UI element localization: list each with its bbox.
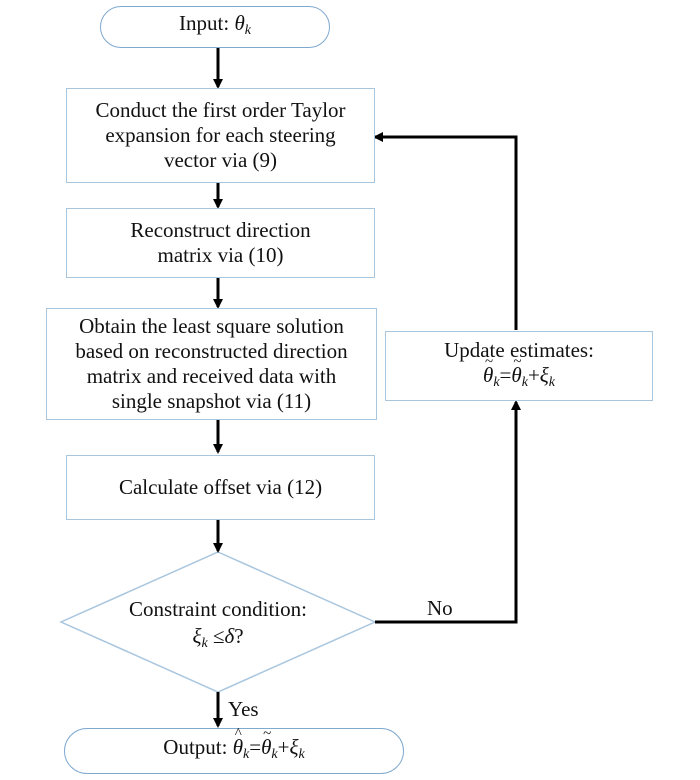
constraint-delta: δ bbox=[224, 624, 235, 648]
constraint-text: Constraint condition: ξk ≤δ? bbox=[88, 596, 348, 657]
least-square-line-4: single snapshot via (11) bbox=[111, 389, 312, 413]
arrow-no-to-update bbox=[375, 400, 521, 624]
output-label: Output: θk=θk+ξk bbox=[163, 722, 305, 767]
update-xi: ξ bbox=[539, 362, 549, 387]
update-sub-3: k bbox=[548, 374, 555, 390]
output-xi: ξ bbox=[289, 735, 299, 759]
update-formula: θk=θk+ξk bbox=[444, 350, 594, 395]
taylor-line-2: expansion for each steering bbox=[105, 123, 336, 147]
output-theta-tilde: θ bbox=[261, 722, 271, 760]
least-square-line-3: matrix and received data with bbox=[86, 364, 337, 388]
yes-label: Yes bbox=[228, 697, 259, 721]
update-plus: + bbox=[527, 362, 540, 387]
taylor-expansion-box: Conduct the first order Taylor expansion… bbox=[66, 88, 375, 183]
input-sub: k bbox=[244, 23, 251, 38]
reconstruct-line-1: Reconstruct direction bbox=[130, 218, 311, 242]
output-terminal: Output: θk=θk+ξk bbox=[64, 722, 404, 774]
input-label: Input: θk bbox=[179, 11, 251, 43]
constraint-line-1: Constraint condition: bbox=[129, 597, 307, 621]
output-prefix: Output: bbox=[163, 735, 233, 759]
update-estimates-box: Update estimates: θk=θk+ξk bbox=[385, 331, 653, 401]
constraint-question: ? bbox=[234, 624, 244, 648]
constraint-sub: k bbox=[201, 636, 208, 651]
input-terminal: Input: θk bbox=[100, 6, 330, 48]
output-theta-hat: θ bbox=[233, 722, 243, 760]
update-sub-1: k bbox=[493, 374, 500, 390]
constraint-xi: ξ bbox=[192, 624, 202, 648]
reconstruct-line-2: matrix via (10) bbox=[157, 243, 284, 267]
least-square-box: Obtain the least square solution based o… bbox=[46, 308, 377, 420]
no-label: No bbox=[427, 596, 453, 620]
output-eq: = bbox=[249, 735, 262, 759]
output-sub-1: k bbox=[243, 747, 250, 762]
output-sub-2: k bbox=[271, 747, 278, 762]
arrow-update-to-taylor bbox=[373, 132, 518, 330]
taylor-line-3: vector via (9) bbox=[163, 148, 278, 172]
reconstruct-box: Reconstruct direction matrix via (10) bbox=[66, 208, 375, 278]
output-sub-3: k bbox=[298, 747, 305, 762]
least-square-line-2: based on reconstructed direction bbox=[75, 339, 348, 363]
taylor-line-1: Conduct the first order Taylor bbox=[95, 98, 346, 122]
offset-label: Calculate offset via (12) bbox=[118, 475, 323, 499]
update-sub-2: k bbox=[521, 374, 528, 390]
update-theta-tilde-1: θ bbox=[483, 350, 493, 388]
constraint-line-2: ξk ≤δ? bbox=[88, 623, 348, 657]
constraint-relation: ≤ bbox=[207, 624, 225, 648]
least-square-line-1: Obtain the least square solution bbox=[79, 314, 344, 338]
output-plus: + bbox=[277, 735, 290, 759]
offset-box: Calculate offset via (12) bbox=[66, 455, 375, 520]
input-theta: θ bbox=[234, 11, 245, 35]
input-prefix: Input: bbox=[179, 11, 235, 35]
update-theta-tilde-2: θ bbox=[511, 350, 521, 388]
update-eq: = bbox=[499, 362, 512, 387]
